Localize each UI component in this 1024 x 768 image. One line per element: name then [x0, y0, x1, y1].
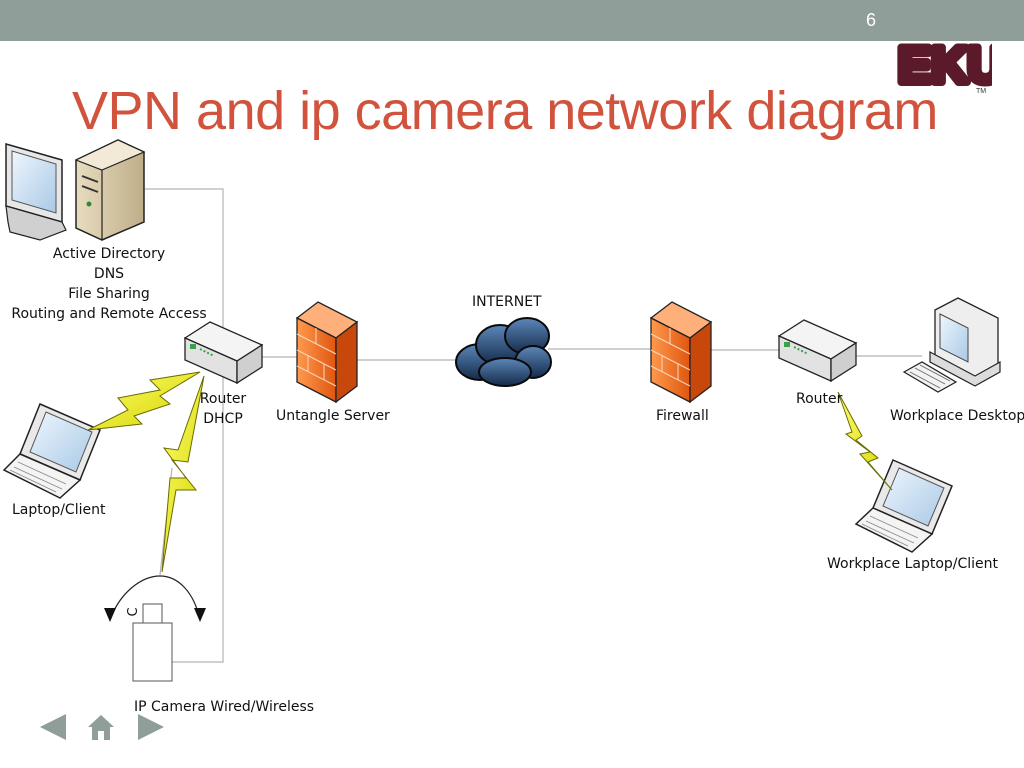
- router-right-icon: [777, 319, 858, 383]
- firewall-label: Firewall: [656, 408, 709, 424]
- workplace-laptop-label: Workplace Laptop/Client: [827, 556, 999, 572]
- laptop-client-label: Laptop/Client: [12, 502, 106, 518]
- camera-glyph: C: [126, 607, 141, 616]
- home-icon: [88, 715, 114, 740]
- prev-slide-button[interactable]: [38, 712, 68, 742]
- logo-text-fill: EKU: [898, 37, 992, 93]
- internet-cloud-icon: [455, 317, 552, 387]
- slide-title: VPN and ip camera network diagram: [72, 81, 938, 141]
- home-button[interactable]: [86, 712, 116, 742]
- router-right-label: Router: [796, 391, 843, 407]
- triangle-left-icon: [40, 714, 66, 740]
- workplace-desktop-label: Workplace Desktop: [890, 408, 1024, 424]
- triangle-right-icon: [138, 714, 164, 740]
- wireless-bolt-workplace: [837, 391, 893, 491]
- next-slide-button[interactable]: [136, 712, 166, 742]
- server-to-camera-line: [145, 188, 224, 663]
- connection-lines: [145, 188, 922, 663]
- server-label-line: File Sharing: [68, 286, 150, 302]
- logo-text: EKU: [898, 37, 992, 93]
- server-label: Active Directory DNS File Sharing Routin…: [10, 244, 208, 324]
- firewall-icon: [649, 301, 713, 404]
- top-bar: [0, 0, 1024, 41]
- wireless-bolt-laptop: [87, 371, 201, 431]
- router-left-icon: [183, 321, 264, 385]
- server-label-line: DNS: [93, 266, 125, 282]
- workplace-desktop-icon: [902, 297, 1001, 393]
- wireless-bolt-camera: [161, 375, 205, 573]
- router-left-label: Router DHCP: [190, 389, 256, 429]
- untangle-server-label: Untangle Server: [276, 408, 390, 424]
- router-left-label-line: Router: [199, 391, 247, 407]
- server-label-line: Routing and Remote Access: [11, 306, 207, 322]
- workplace-laptop-icon: [854, 459, 953, 553]
- untangle-server-icon: [295, 301, 359, 404]
- eku-logo: EKU EKU TM: [896, 33, 992, 94]
- internet-label: INTERNET: [472, 294, 542, 310]
- ip-camera-icon: C: [104, 575, 206, 682]
- logo-tm: TM: [976, 88, 986, 94]
- laptop-client-icon: [2, 403, 101, 499]
- router-left-label-line: DHCP: [203, 411, 243, 427]
- server-icon: [5, 139, 146, 241]
- ip-camera-label: IP Camera Wired/Wireless: [134, 699, 315, 715]
- server-label-line: Active Directory: [52, 246, 166, 262]
- slide-number: 6: [865, 10, 876, 30]
